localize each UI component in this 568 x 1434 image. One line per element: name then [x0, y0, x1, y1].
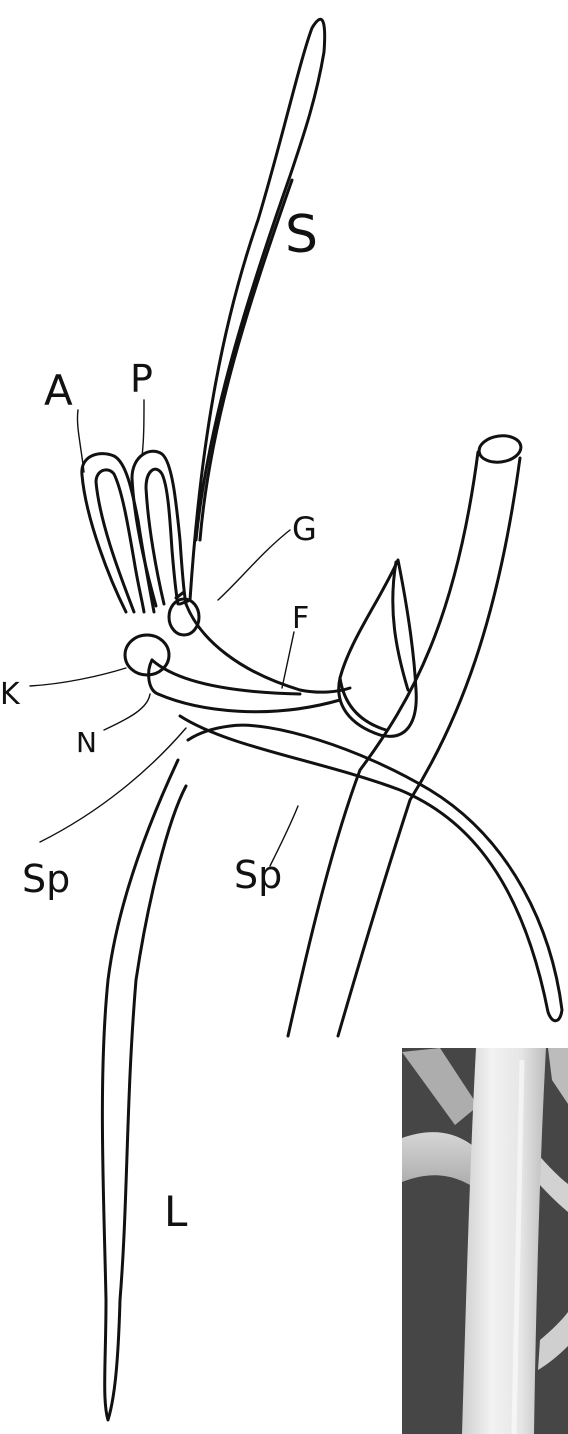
label-K: K	[0, 677, 21, 712]
labels: S A P G F K N Sp Sp L	[0, 205, 318, 1236]
lip	[102, 760, 186, 1420]
label-G: G	[292, 510, 317, 548]
label-F: F	[292, 601, 309, 636]
bract	[339, 560, 416, 736]
stem	[288, 433, 523, 1036]
pollinia	[125, 592, 199, 675]
label-P: P	[130, 357, 153, 401]
column	[149, 604, 350, 712]
label-S: S	[285, 205, 318, 265]
leader-lines	[30, 400, 298, 866]
label-Sp-right: Sp	[234, 853, 282, 897]
label-N: N	[76, 726, 97, 759]
label-A: A	[44, 366, 73, 415]
petal-A	[82, 454, 154, 612]
label-Sp-left: Sp	[22, 857, 70, 901]
inset-photo	[402, 1048, 568, 1434]
label-L: L	[164, 1187, 188, 1236]
